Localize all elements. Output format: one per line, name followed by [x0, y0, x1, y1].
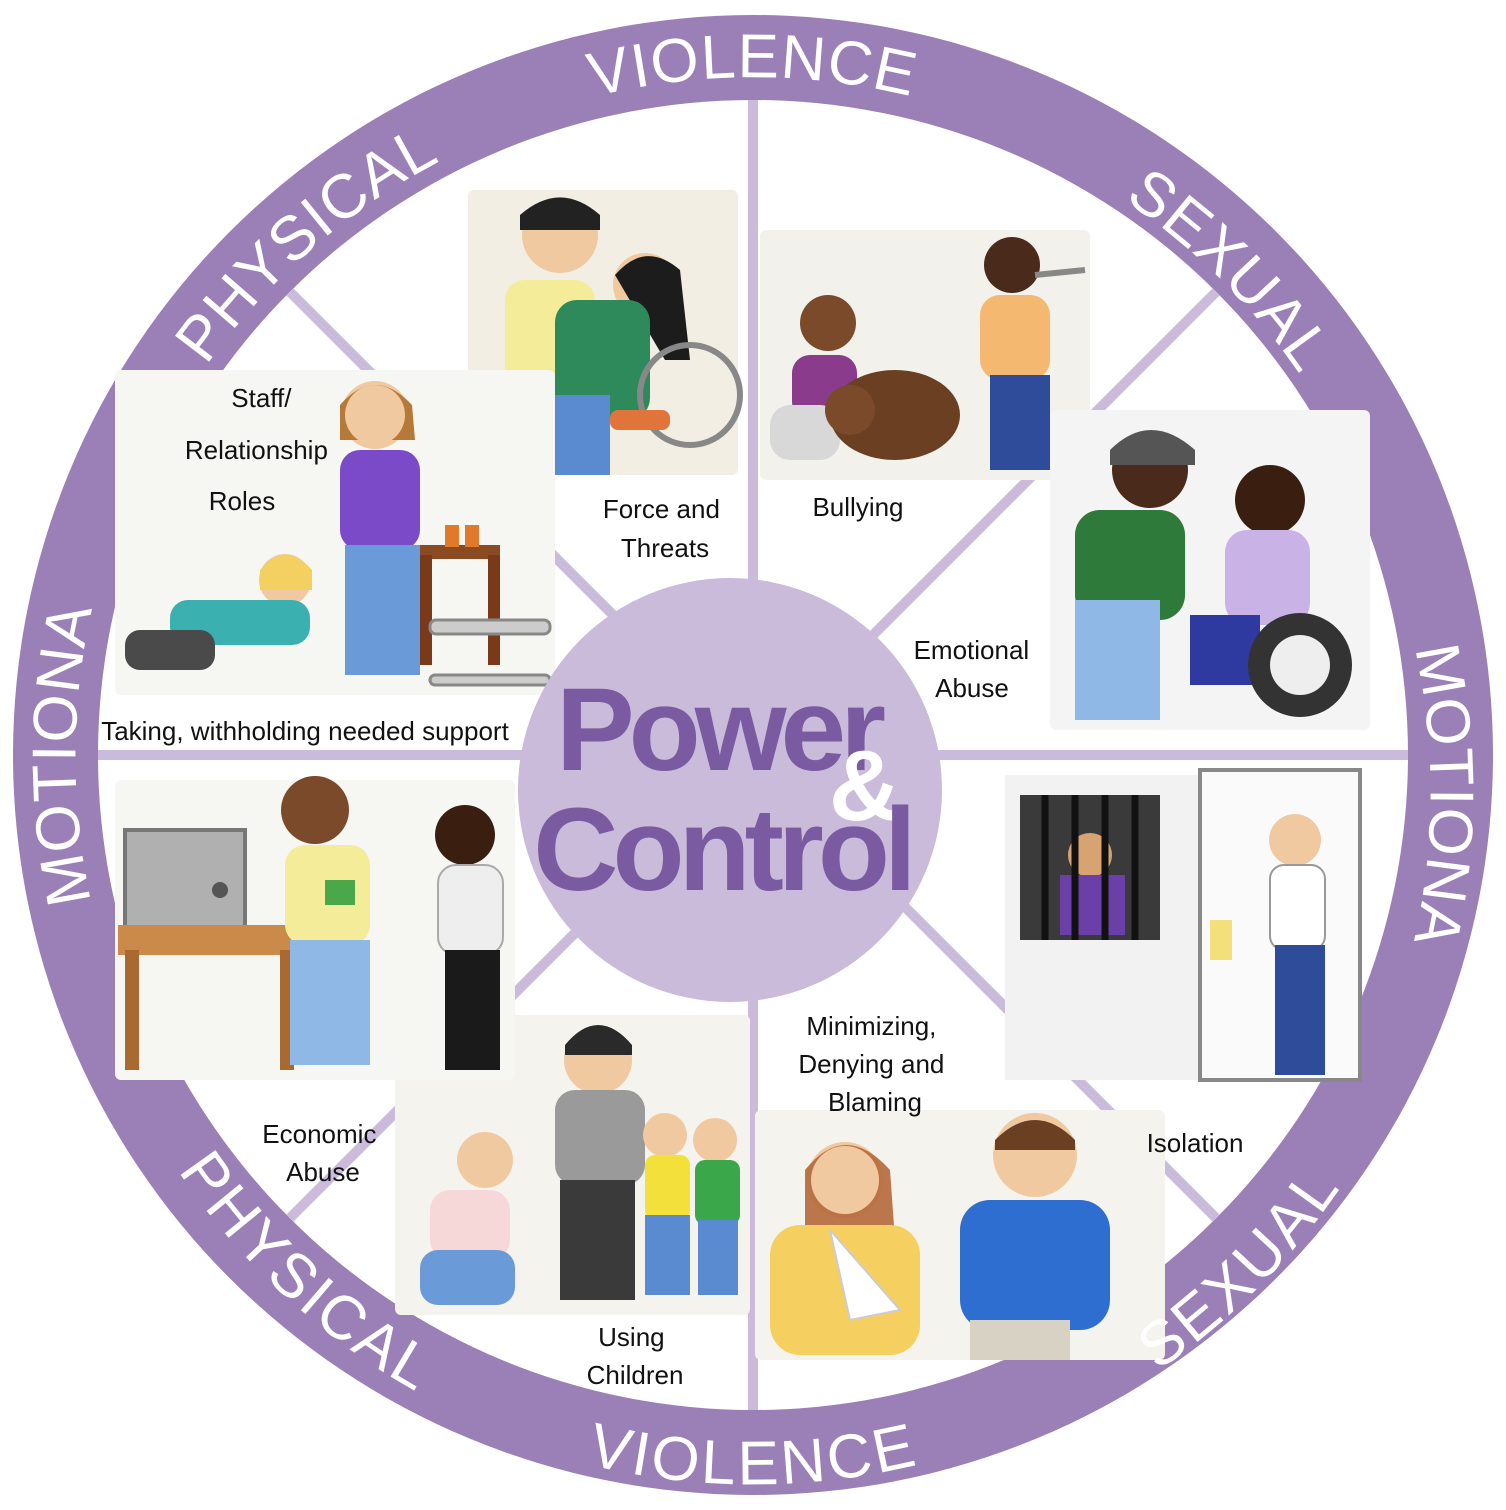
hub-circle: [518, 578, 942, 1002]
using-children-illustration: [395, 1015, 750, 1315]
minimizing-denying-blaming-illustration: [755, 1110, 1165, 1360]
label-emotional-abuse: Emotional Abuse: [914, 635, 1037, 703]
label-isolation: Isolation: [1147, 1128, 1244, 1158]
label-bullying: Bullying: [812, 492, 903, 522]
label-staff-relationship-roles: Staff/ Relationship Roles: [185, 383, 335, 516]
label-economic-abuse: Economic Abuse: [262, 1119, 383, 1187]
label-taking-withholding-support: Taking, withholding needed support: [101, 716, 509, 746]
staff-relationship-roles-illustration: [115, 370, 555, 695]
isolation-illustration: [1005, 768, 1362, 1082]
hub-title-power: Power: [556, 664, 885, 796]
label-using-children: Using Children: [587, 1322, 684, 1390]
bullying-illustration: [760, 230, 1090, 480]
label-force-and-threats: Force and Threats: [603, 494, 727, 563]
hub-title-control: Control: [533, 784, 910, 916]
label-minimizing-denying-blaming: Minimizing, Denying and Blaming: [798, 1011, 951, 1117]
hub-ampersand: &: [829, 730, 901, 842]
economic-abuse-illustration: [115, 776, 515, 1080]
emotional-abuse-illustration: [1050, 410, 1370, 730]
